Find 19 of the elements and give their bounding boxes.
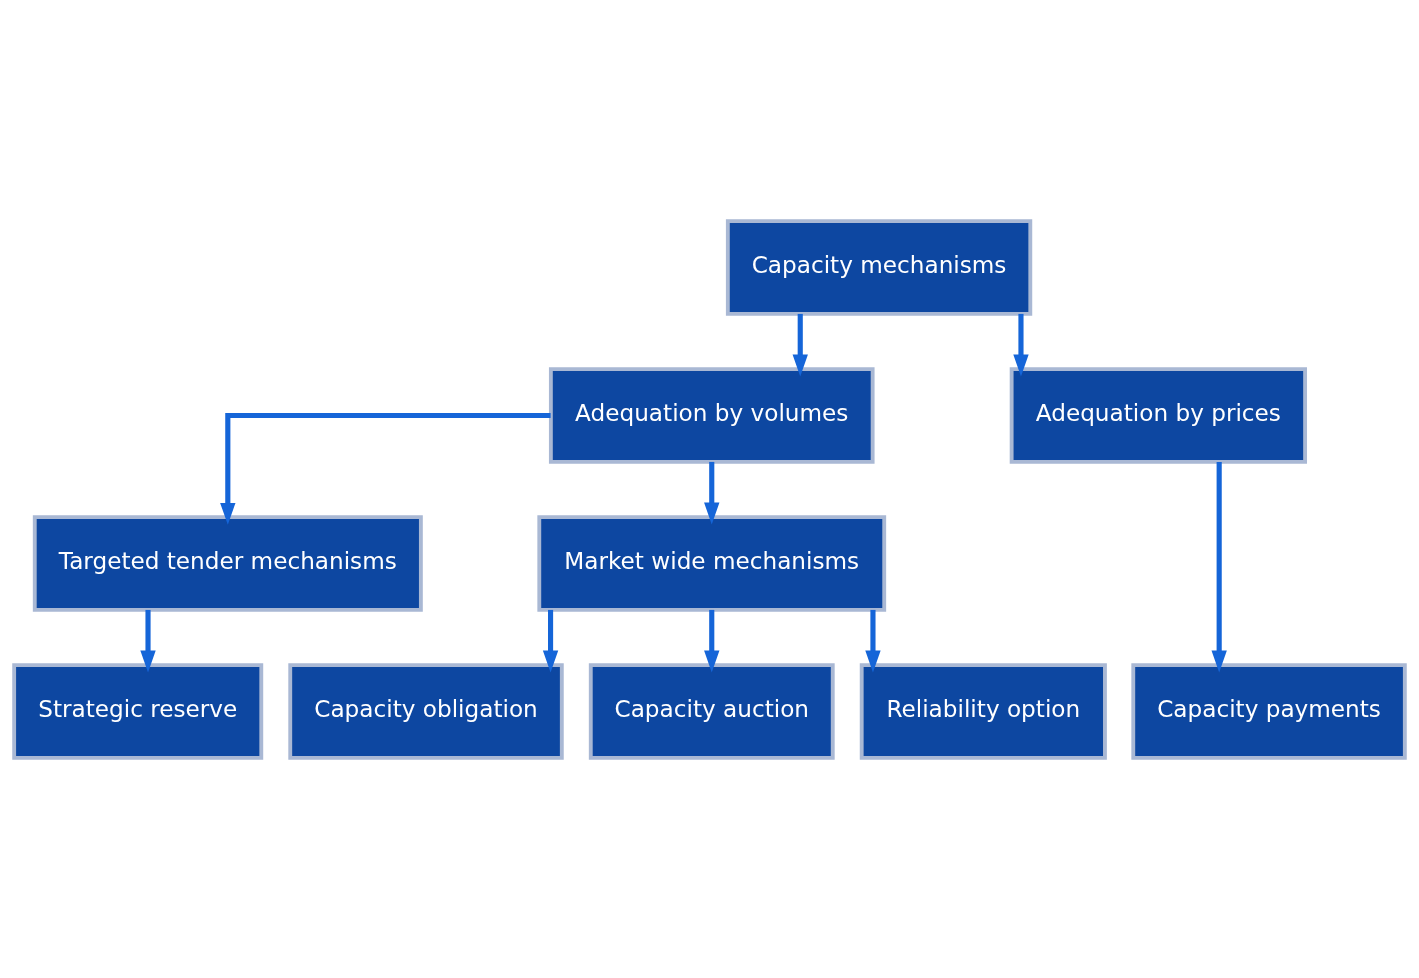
arrow	[704, 461, 720, 525]
node-box: Adequation by volumes	[548, 366, 875, 464]
arrow	[704, 609, 720, 673]
node-box: Capacity mechanisms	[725, 218, 1033, 316]
arrow	[1013, 313, 1029, 376]
node-box: Market wide mechanisms	[537, 514, 887, 612]
node-box: Reliability option	[859, 662, 1107, 760]
node-box: Capacity auction	[588, 662, 835, 760]
arrow	[792, 313, 808, 376]
arrow	[865, 609, 881, 673]
node-box: Adequation by prices	[1009, 366, 1307, 464]
node-box: Capacity payments	[1131, 662, 1407, 760]
arrow	[542, 609, 559, 673]
node-box: Targeted tender mechanisms	[32, 514, 423, 612]
arrow	[220, 412, 551, 525]
node-box: Capacity obligation	[288, 662, 564, 760]
node-box: Strategic reserve	[12, 662, 264, 760]
arrow	[1211, 461, 1227, 672]
arrow	[140, 609, 156, 673]
